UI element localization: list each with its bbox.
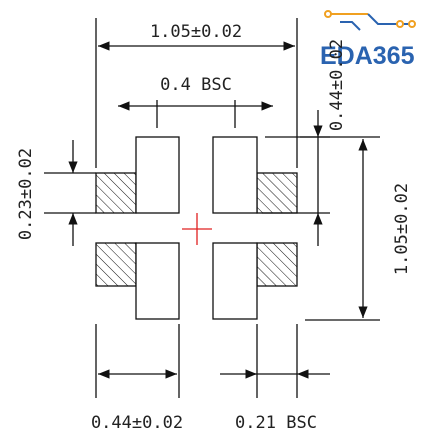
label-pad-width-left: 0.23±0.02: [16, 148, 36, 240]
center-crosshair-icon: [182, 213, 212, 245]
pad-bottom-right: [212, 242, 298, 320]
label-pad-length-top: 0.44±0.02: [327, 39, 347, 131]
circuit-trace-icon: [324, 10, 416, 31]
dim-overall-width-lines: [95, 18, 298, 168]
pad-bottom-left: [95, 242, 180, 320]
dim-pitch-lines: [117, 100, 273, 128]
eda365-logo: EDA365: [320, 10, 416, 70]
pad-top-left: [95, 136, 180, 214]
logo-text: EDA365: [320, 42, 415, 70]
label-overall-width: 1.05±0.02: [150, 22, 242, 42]
label-pad-length-bottom: 0.44±0.02: [91, 413, 183, 433]
pad-top-right: [212, 136, 298, 214]
dim-pad-length-bottom-lines: [95, 324, 180, 398]
label-overall-height: 1.05±0.02: [392, 183, 412, 275]
dim-overall-height-lines: [300, 136, 380, 321]
dim-pad-spacing-bottom-lines: [220, 324, 330, 398]
label-pitch: 0.4 BSC: [160, 75, 232, 95]
dim-pad-length-top-lines: [262, 110, 330, 246]
label-pad-spacing-bottom: 0.21 BSC: [235, 413, 317, 433]
dim-pad-width-left-lines: [44, 140, 96, 246]
